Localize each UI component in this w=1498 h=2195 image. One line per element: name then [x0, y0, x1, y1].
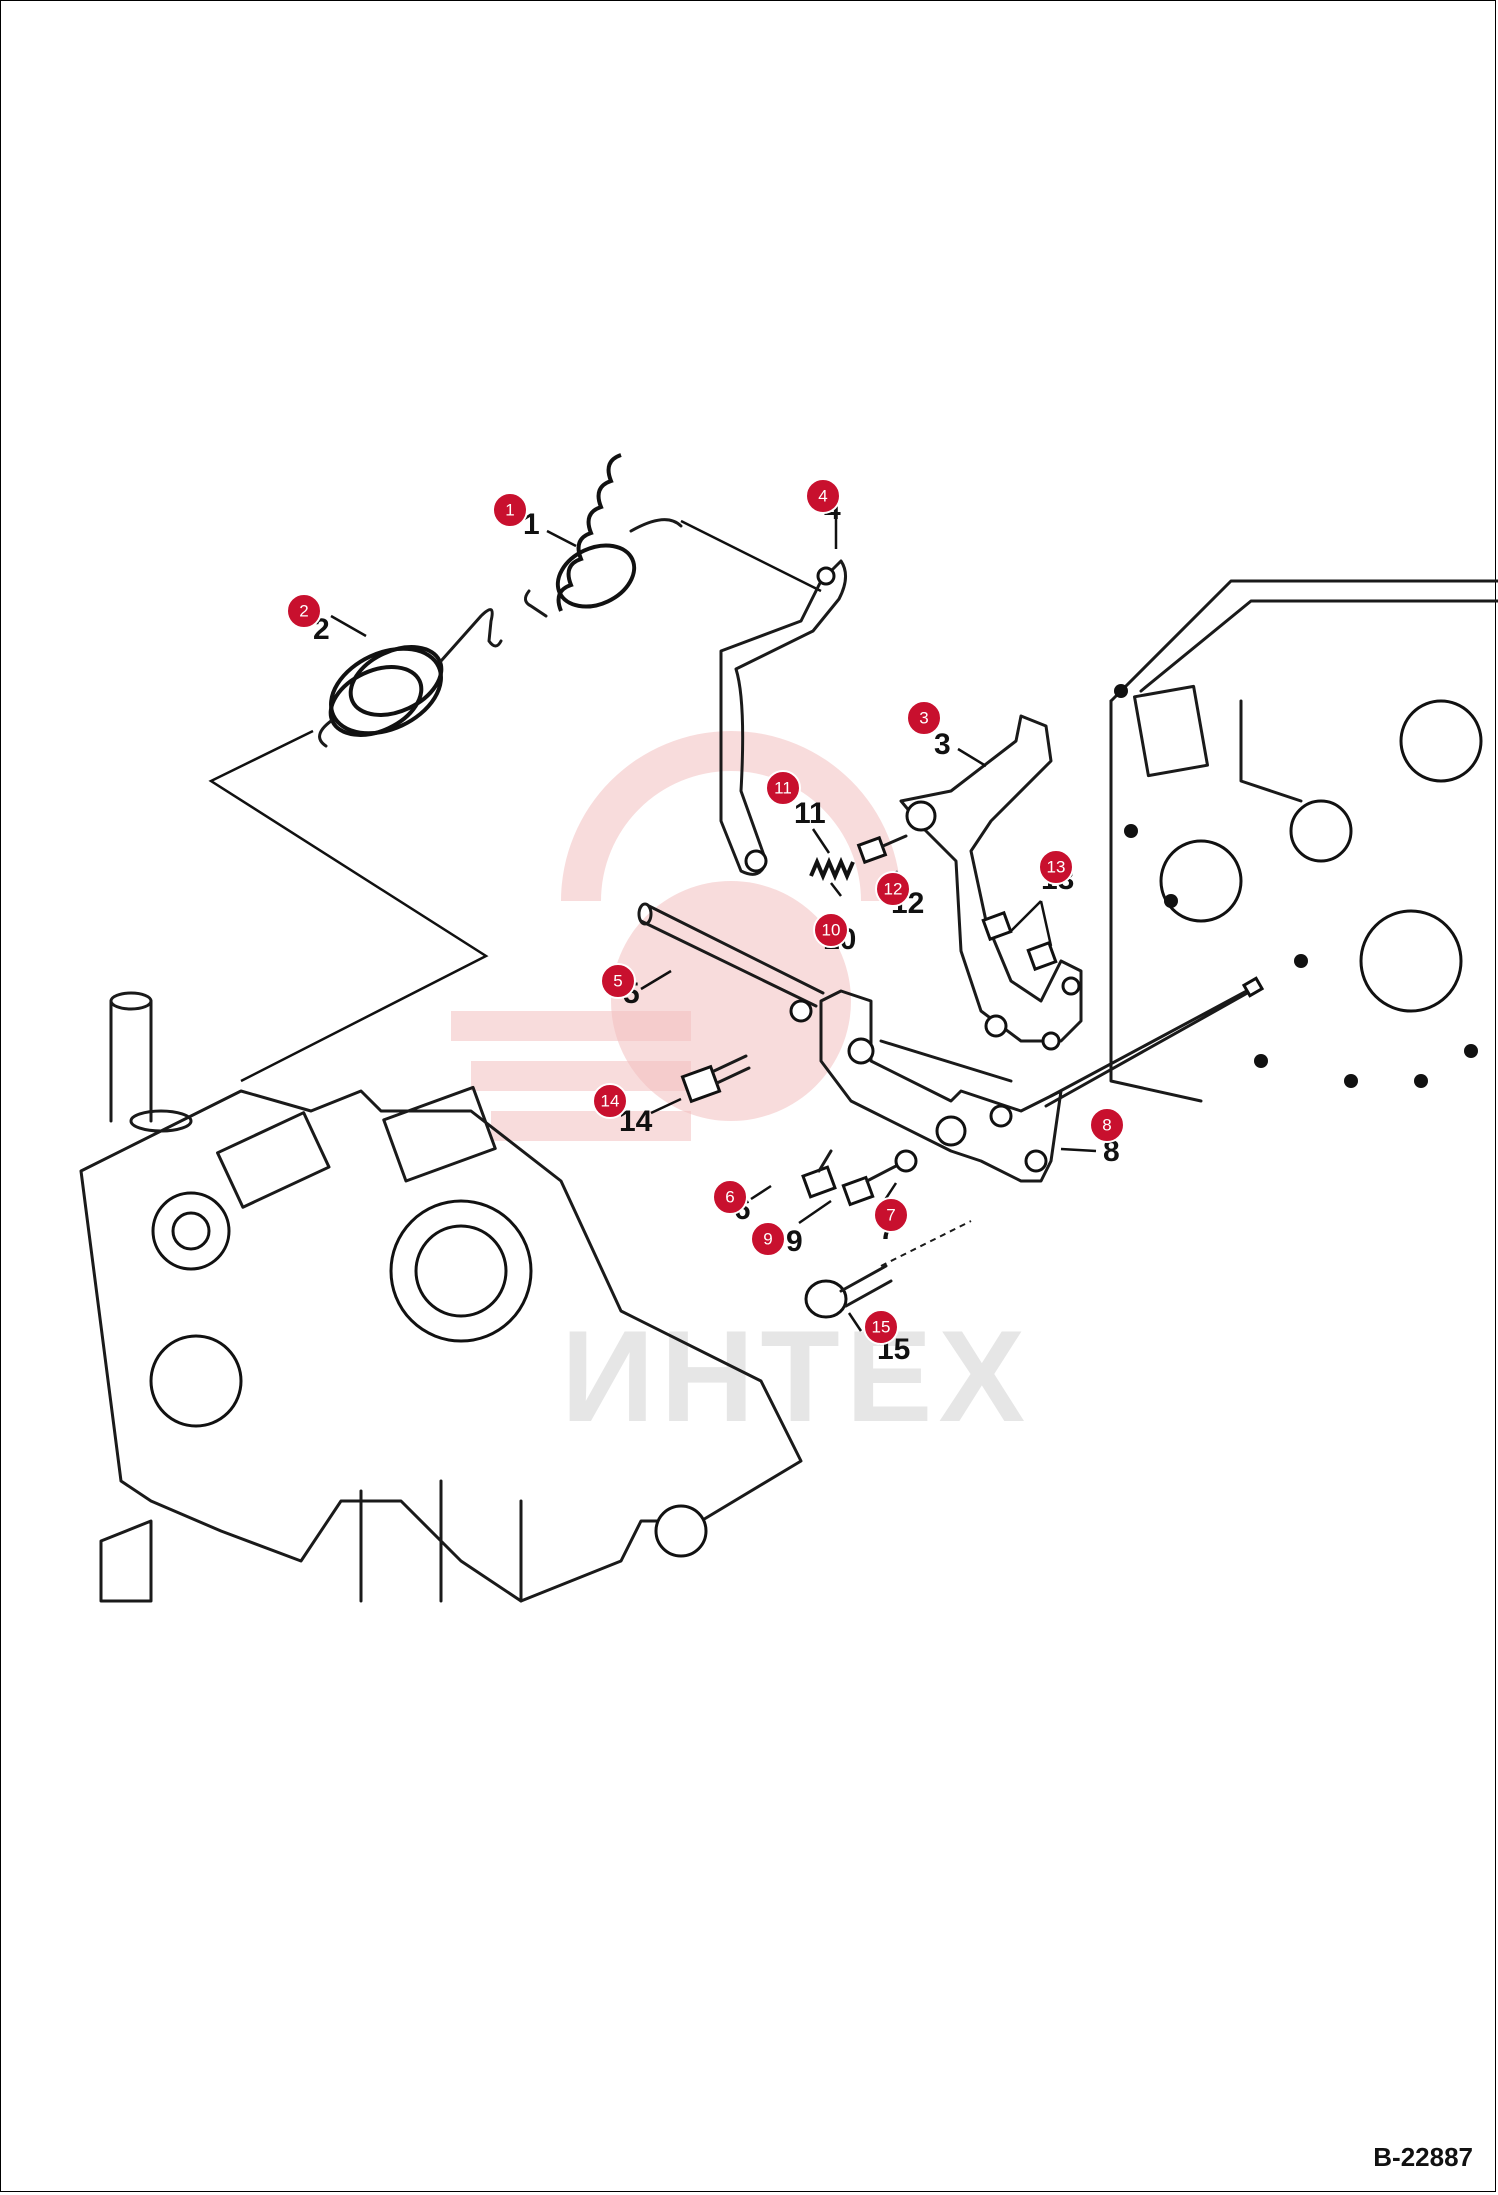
callout-badge-9[interactable]: 9: [750, 1221, 786, 1257]
callout-badge-12[interactable]: 12: [875, 871, 911, 907]
bolts-13: [981, 910, 1058, 972]
svg-text:7: 7: [886, 1206, 895, 1225]
callout-badge-8[interactable]: 8: [1089, 1107, 1125, 1143]
governor-lever-3: [899, 714, 1083, 1051]
spring-connection-line: [680, 519, 822, 593]
watermark-logo: ИНТЕХ: [451, 731, 1031, 1449]
engine-block-right: [1109, 579, 1498, 1103]
spring-lead-line: [208, 729, 489, 1083]
svg-text:4: 4: [818, 487, 827, 506]
part-number-11: 11: [794, 797, 826, 830]
part-number-1: 1: [523, 508, 540, 541]
svg-text:15: 15: [872, 1318, 891, 1337]
rod-8: [1044, 984, 1258, 1108]
tension-spring-1: [524, 453, 683, 618]
gear-case-housing: [79, 991, 803, 1603]
svg-text:14: 14: [601, 1092, 620, 1111]
svg-text:3: 3: [919, 709, 928, 728]
svg-text:10: 10: [822, 921, 841, 940]
callout-badge-6[interactable]: 6: [712, 1179, 748, 1215]
svg-text:5: 5: [613, 972, 622, 991]
governor-shaft-5: [637, 902, 825, 1023]
callout-badge-1[interactable]: 1: [492, 492, 528, 528]
bolt-15: [804, 1220, 972, 1319]
callout-badge-10[interactable]: 10: [813, 912, 849, 948]
drawing-code: B-22887: [1373, 2142, 1473, 2172]
callout-badge-4[interactable]: 4: [805, 478, 841, 514]
part-number-8: 8: [1103, 1135, 1120, 1168]
part-number-9: 9: [786, 1225, 803, 1258]
svg-text:1: 1: [505, 501, 514, 520]
svg-text:13: 13: [1047, 858, 1066, 877]
control-lever-4: [719, 559, 847, 876]
svg-text:8: 8: [1102, 1116, 1111, 1135]
svg-text:11: 11: [774, 779, 792, 798]
callout-badge-14[interactable]: 14: [592, 1083, 628, 1119]
bolt-14: [680, 1054, 751, 1104]
tension-spring-2: [318, 608, 503, 748]
watermark-text: ИНТЕХ: [561, 1303, 1031, 1449]
part-number-3: 3: [934, 728, 951, 761]
callout-badge-2[interactable]: 2: [286, 593, 322, 629]
callout-badge-15[interactable]: 15: [863, 1309, 899, 1345]
svg-text:6: 6: [725, 1188, 734, 1207]
svg-text:2: 2: [299, 602, 308, 621]
callout-badge-11[interactable]: 11: [765, 770, 801, 806]
bolts-6-9-7: [801, 1149, 918, 1207]
callout-badge-13[interactable]: 13: [1038, 849, 1074, 885]
svg-text:9: 9: [763, 1230, 772, 1249]
lever-bracket: [819, 989, 1063, 1183]
callout-badge-7[interactable]: 7: [873, 1197, 909, 1233]
leader-lines: [330, 509, 1097, 1332]
svg-text:12: 12: [884, 880, 903, 899]
callout-badge-3[interactable]: 3: [906, 700, 942, 736]
callout-badge-5[interactable]: 5: [600, 963, 636, 999]
small-parts-10-12: [809, 834, 908, 882]
